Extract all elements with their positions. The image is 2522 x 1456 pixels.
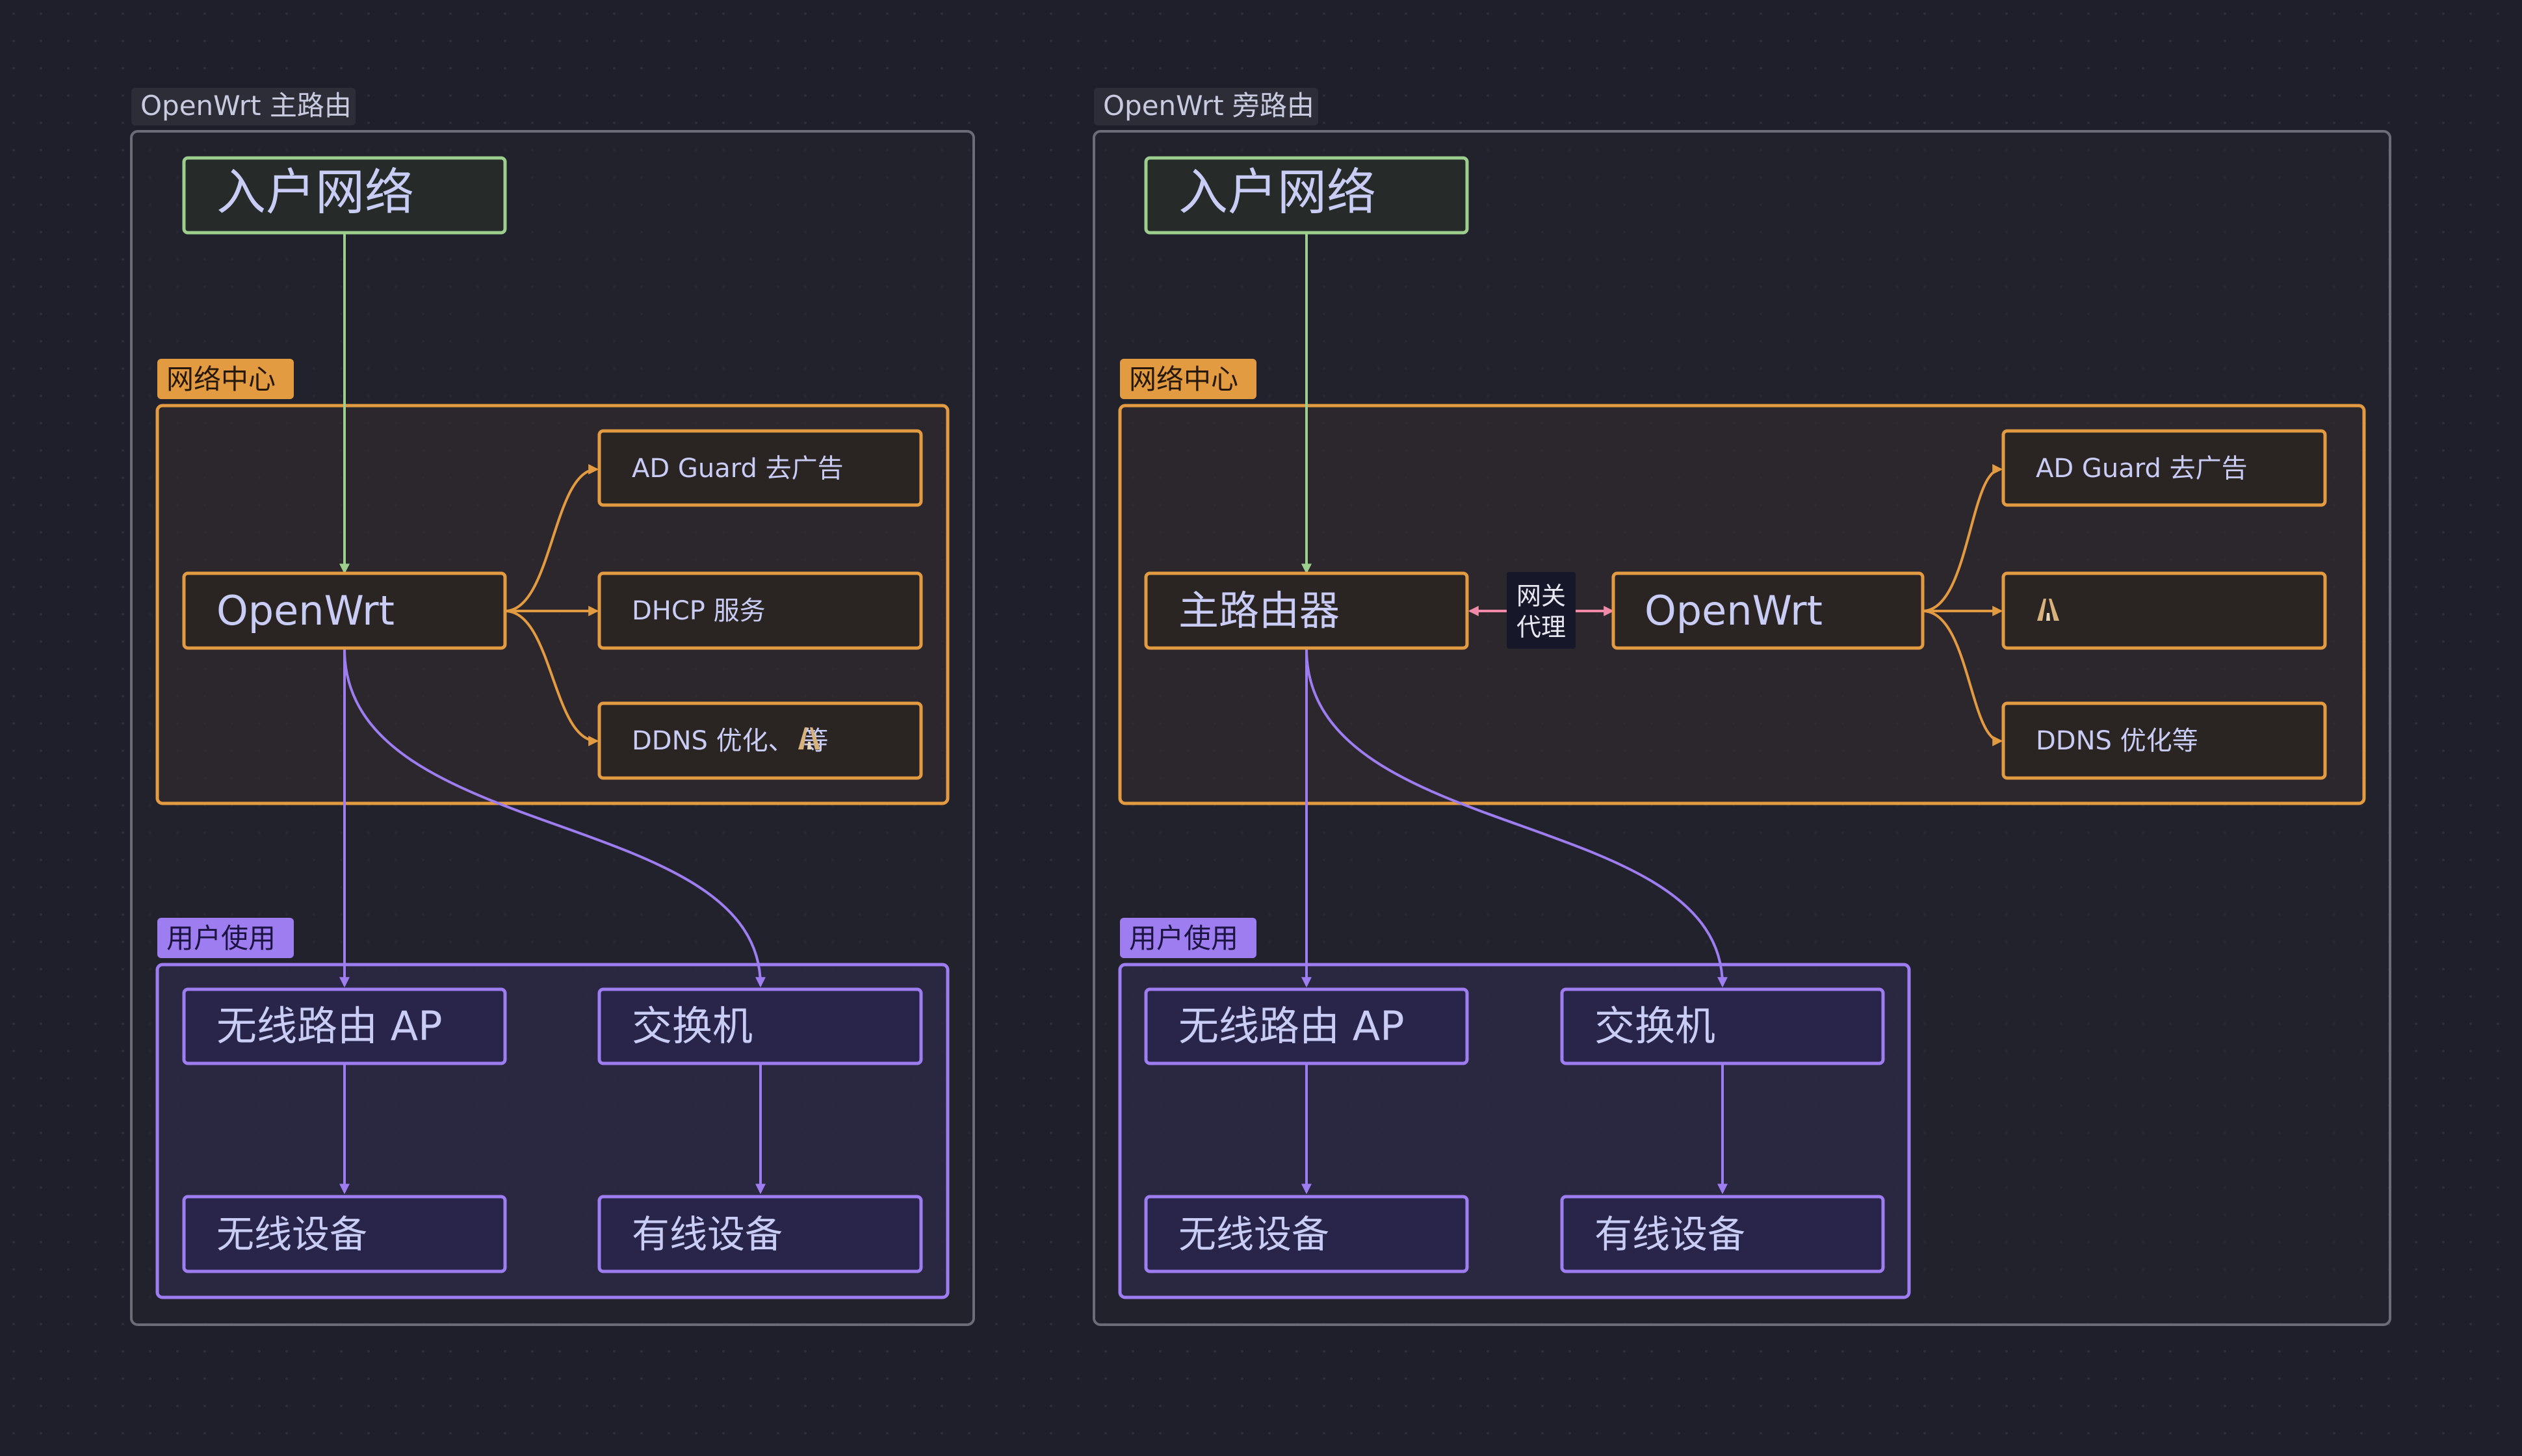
left-user-area-label: 用户使用: [166, 922, 276, 954]
left-service-ddns-label: DDNS 优化、 等: [632, 726, 828, 756]
right-main-router-label: 主路由器: [1178, 587, 1340, 634]
left-openwrt-node: [182, 571, 507, 650]
right-wireless-ap-node: [1144, 987, 1469, 1065]
right-switch-node: [1560, 987, 1885, 1065]
right-switch-label: 交换机: [1594, 1002, 1715, 1050]
right-diagram: OpenWrt 旁路由 网络中心 用户使用 入户网络 主路由器 网关 代理 Op…: [1093, 88, 2391, 1326]
right-network-center-label-bg: [1120, 359, 1256, 399]
right-wireless-ap-label: 无线路由 AP: [1178, 1002, 1405, 1050]
right-wireless-devices-node: [1144, 1195, 1469, 1273]
right-frame-label: OpenWrt 旁路由: [1103, 90, 1314, 122]
right-wireless-devices-label: 无线设备: [1178, 1212, 1329, 1256]
right-network-center-label: 网络中心: [1129, 363, 1238, 395]
left-wired-devices-label: 有线设备: [632, 1212, 783, 1256]
left-edge-openwrt-adguard: [504, 464, 599, 612]
right-main-router-node: [1144, 571, 1469, 650]
right-service-ddns: [2001, 701, 2327, 780]
left-switch-node: [597, 987, 923, 1065]
right-service-adguard-label: AD Guard 去广告: [2036, 454, 2248, 484]
right-edge-router-switch: [1305, 648, 1728, 988]
left-user-area-label-bg: [157, 918, 294, 958]
right-service-ddns-label: DDNS 优化等: [2036, 726, 2198, 756]
right-openwrt-label: OpenWrt: [1644, 587, 1823, 634]
left-edge-openwrt-switch: [343, 648, 766, 988]
left-service-adguard: [597, 429, 923, 507]
right-wired-devices-label: 有线设备: [1594, 1212, 1745, 1256]
right-internet-node: [1144, 156, 1469, 235]
left-wireless-devices-label: 无线设备: [216, 1212, 367, 1256]
right-wired-devices-node: [1560, 1195, 1885, 1273]
left-internet-label: 入户网络: [216, 163, 414, 221]
right-edge-openwrt-ddns: [1922, 610, 2003, 746]
left-openwrt-label: OpenWrt: [216, 587, 395, 634]
right-service-adguard: [2001, 429, 2327, 507]
left-service-dhcp: [597, 571, 923, 650]
right-openwrt-node: [1611, 571, 1925, 650]
right-gateway-proxy-line1: 网关: [1516, 582, 1566, 610]
right-gateway-proxy-box: [1507, 572, 1576, 649]
right-service-proxy: [2001, 571, 2327, 650]
left-edge-openwrt-ddns: [504, 610, 599, 746]
left-service-dhcp-label: DHCP 服务: [632, 596, 766, 626]
left-frame-label: OpenWrt 主路由: [140, 90, 352, 122]
left-wireless-devices-node: [182, 1195, 507, 1273]
right-user-area-label-bg: [1120, 918, 1256, 958]
left-wired-devices-node: [597, 1195, 923, 1273]
left-internet-node: [182, 156, 507, 235]
left-wireless-ap-label: 无线路由 AP: [216, 1002, 443, 1050]
right-frame-label-bg: [1094, 88, 1318, 125]
right-edge-openwrt-adguard: [1922, 464, 2003, 612]
road-icon: [2037, 599, 2059, 621]
left-network-center-label: 网络中心: [166, 363, 276, 395]
left-switch-label: 交换机: [632, 1002, 753, 1050]
left-frame-label-bg: [131, 88, 356, 125]
left-service-ddns: [597, 701, 923, 780]
right-gateway-proxy-line2: 代理: [1516, 613, 1566, 642]
road-icon: [798, 727, 820, 749]
right-user-area-label: 用户使用: [1129, 922, 1238, 954]
right-internet-label: 入户网络: [1178, 163, 1376, 221]
left-network-center-label-bg: [157, 359, 294, 399]
left-wireless-ap-node: [182, 987, 507, 1065]
left-service-adguard-label: AD Guard 去广告: [632, 454, 844, 484]
left-diagram: OpenWrt 主路由 网络中心 用户使用 入户网络 OpenWrt AD Gu…: [130, 88, 975, 1326]
